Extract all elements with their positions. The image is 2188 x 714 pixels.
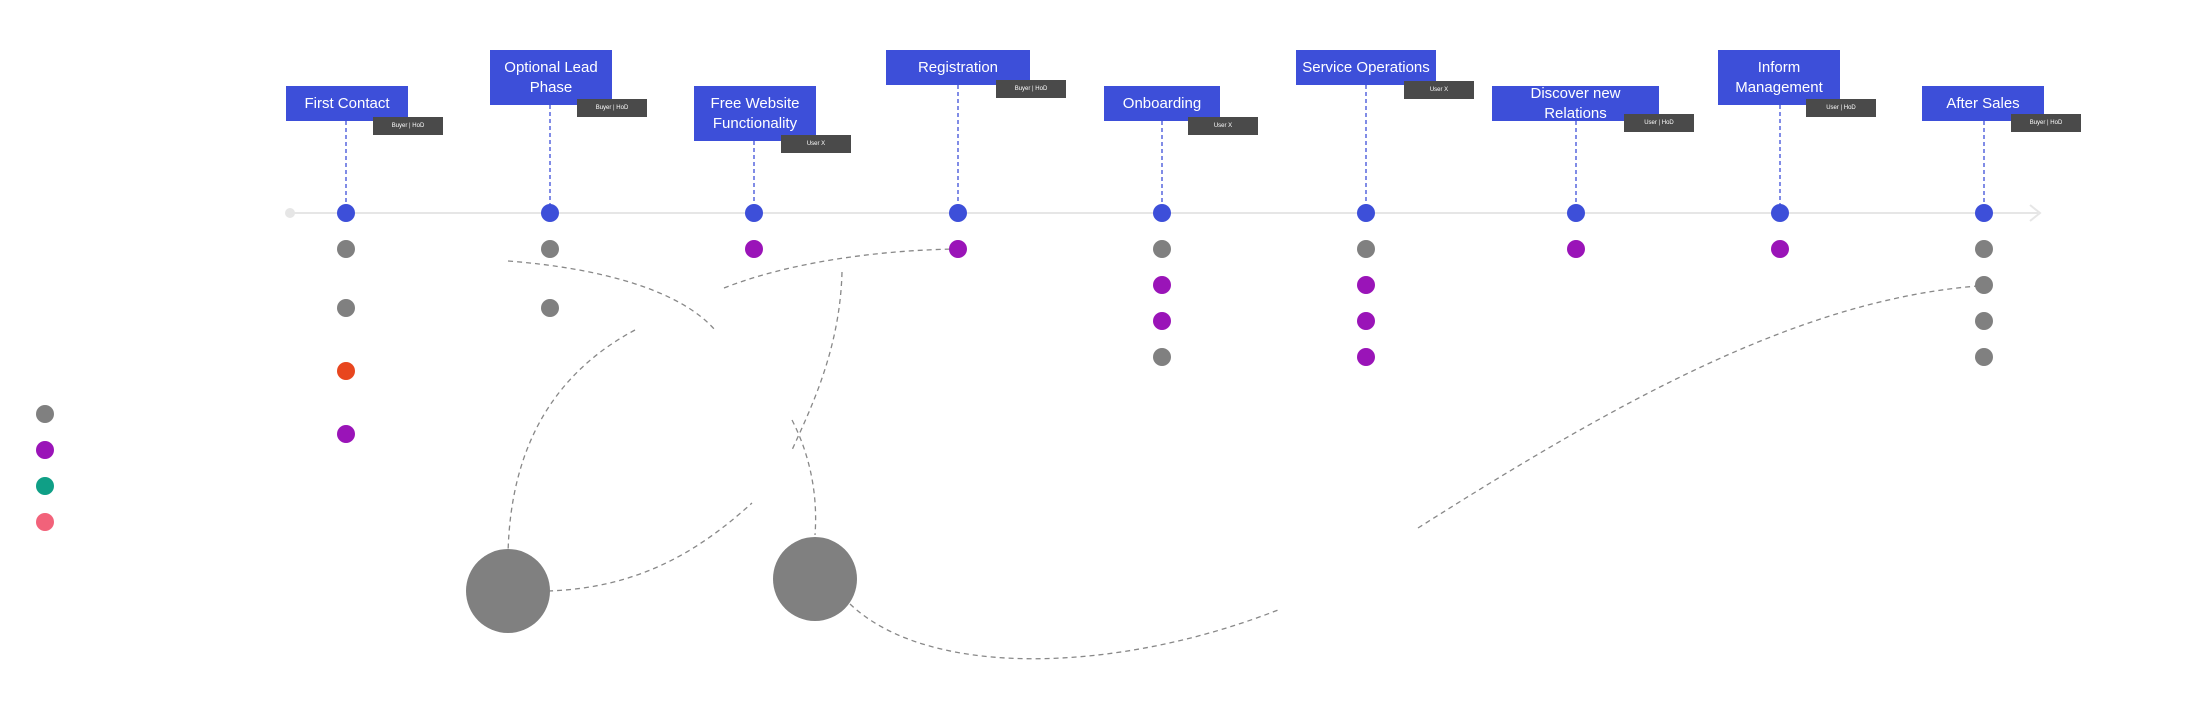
curve-connector: [547, 502, 753, 592]
touchpoint-dot[interactable]: [541, 299, 559, 317]
touchpoint-dot[interactable]: [337, 299, 355, 317]
phase-role-tag: Buyer | HoD: [577, 99, 647, 117]
purple-dot-icon: [36, 441, 54, 459]
touchpoint-dot[interactable]: [745, 240, 763, 258]
phase-role-tag: User X: [1404, 81, 1474, 99]
participant-node[interactable]: [773, 537, 857, 621]
milestone-dot[interactable]: [949, 204, 967, 222]
touchpoint-dot[interactable]: [1153, 276, 1171, 294]
milestone-dot[interactable]: [1357, 204, 1375, 222]
touchpoint-dot[interactable]: [1153, 240, 1171, 258]
milestone-dot[interactable]: [541, 204, 559, 222]
phase-title[interactable]: Free Website Functionality: [694, 86, 816, 141]
curve-connector: [507, 329, 636, 556]
gray-dot-icon: [36, 405, 54, 423]
touchpoint-dot[interactable]: [337, 425, 355, 443]
phase-title[interactable]: After Sales: [1922, 86, 2044, 121]
phase-role-tag: Buyer | HoD: [2011, 114, 2081, 132]
touchpoint-dot[interactable]: [1357, 276, 1375, 294]
milestone-dot[interactable]: [1975, 204, 1993, 222]
phase-role-tag: User X: [781, 135, 851, 153]
curve-connector: [723, 248, 959, 289]
phase-connectors: [345, 85, 1985, 213]
milestone-dot[interactable]: [1771, 204, 1789, 222]
touchpoint-dot[interactable]: [1357, 348, 1375, 366]
touchpoint-dot[interactable]: [1975, 312, 1993, 330]
curve-connectors: [507, 248, 1979, 660]
phase-role-tag: Buyer | HoD: [996, 80, 1066, 98]
curve-connector: [791, 419, 817, 536]
milestone-dot[interactable]: [1153, 204, 1171, 222]
milestone-dot[interactable]: [1567, 204, 1585, 222]
curve-connector: [791, 271, 843, 451]
touchpoint-dot[interactable]: [1771, 240, 1789, 258]
curve-connector: [507, 260, 716, 331]
touchpoint-dot[interactable]: [337, 362, 355, 380]
phase-title[interactable]: Inform Management: [1718, 50, 1840, 105]
touchpoint-dot[interactable]: [541, 240, 559, 258]
phase-title[interactable]: Optional Lead Phase: [490, 50, 612, 105]
curve-connector: [849, 603, 1279, 660]
timeline-arrowhead: [2029, 204, 2042, 222]
touchpoint-dot[interactable]: [337, 240, 355, 258]
touchpoint-dot[interactable]: [949, 240, 967, 258]
phase-role-tag: User X: [1188, 117, 1258, 135]
phase-role-tag: User | HoD: [1806, 99, 1876, 117]
touchpoint-dot[interactable]: [1975, 276, 1993, 294]
participant-node[interactable]: [466, 549, 550, 633]
phase-title[interactable]: Service Operations: [1296, 50, 1436, 85]
milestone-dot[interactable]: [745, 204, 763, 222]
phase-title[interactable]: Registration: [886, 50, 1030, 85]
phase-title[interactable]: Onboarding: [1104, 86, 1220, 121]
phase-role-tag: Buyer | HoD: [373, 117, 443, 135]
milestone-dot[interactable]: [337, 204, 355, 222]
timeline-start-cap: [285, 208, 295, 218]
touchpoint-dot[interactable]: [1153, 312, 1171, 330]
touchpoint-dot[interactable]: [1357, 312, 1375, 330]
phase-role-tag: User | HoD: [1624, 114, 1694, 132]
curve-connector: [1417, 285, 1979, 529]
touchpoint-dot[interactable]: [1975, 240, 1993, 258]
touchpoint-dot[interactable]: [1153, 348, 1171, 366]
touchpoint-dot[interactable]: [1975, 348, 1993, 366]
pink-dot-icon: [36, 513, 54, 531]
phase-title[interactable]: First Contact: [286, 86, 408, 121]
teal-dot-icon: [36, 477, 54, 495]
touchpoint-dot[interactable]: [1357, 240, 1375, 258]
touchpoint-dot[interactable]: [1567, 240, 1585, 258]
